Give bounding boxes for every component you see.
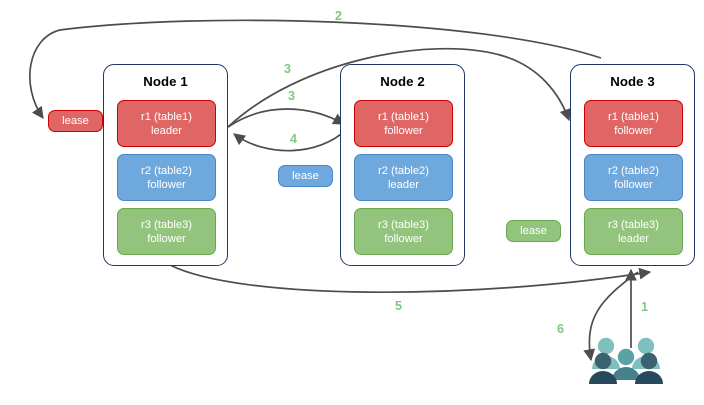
replica-name: r3 (table3) [378,218,429,231]
replica-name: r2 (table2) [378,164,429,177]
replica-name: r2 (table2) [141,164,192,177]
lease-badge-r1[interactable]: lease [48,110,103,132]
replica-role: leader [150,124,183,137]
node-title: Node 2 [380,74,425,89]
node-card-node3[interactable]: Node 3 r1 (table1) follower r2 (table2) … [570,64,695,266]
edge-label-6: 6 [557,322,565,336]
users-group-icon [589,337,663,384]
replica-name: r1 (table1) [141,110,192,123]
replica-name: r3 (table3) [608,218,659,231]
replica-node2-r1[interactable]: r1 (table1) follower [354,100,453,147]
replica-node2-r3[interactable]: r3 (table3) follower [354,208,453,255]
node-card-node1[interactable]: Node 1 r1 (table1) leader r2 (table2) fo… [103,64,228,266]
replica-node3-r1[interactable]: r1 (table1) follower [584,100,683,147]
edge-label-3b: 3 [288,89,296,103]
node-title: Node 3 [610,74,655,89]
edge-label-2: 2 [335,9,343,23]
replica-name: r1 (table1) [378,110,429,123]
replica-role: follower [384,232,423,245]
replica-node1-r1[interactable]: r1 (table1) leader [117,100,216,147]
lease-badge-r2[interactable]: lease [278,165,333,187]
replica-role: follower [614,124,653,137]
replica-name: r1 (table1) [608,110,659,123]
replica-role: leader [617,232,650,245]
edge-3-node1-to-node2 [227,108,346,128]
replica-name: r2 (table2) [608,164,659,177]
edge-label-5: 5 [395,299,403,313]
replica-node3-r3[interactable]: r3 (table3) leader [584,208,683,255]
edge-label-1: 1 [641,300,649,314]
edge-5-node1-to-node3 [169,264,652,294]
lease-badge-r3[interactable]: lease [506,220,561,242]
node-title: Node 1 [143,74,188,89]
edge-label-3a: 3 [284,62,292,76]
replica-role: follower [384,124,423,137]
replica-node1-r3[interactable]: r3 (table3) follower [117,208,216,255]
node-card-node2[interactable]: Node 2 r1 (table1) follower r2 (table2) … [340,64,465,266]
replica-node3-r2[interactable]: r2 (table2) follower [584,154,683,201]
replica-role: follower [147,178,186,191]
replica-role: leader [387,178,420,191]
replica-role: follower [147,232,186,245]
replica-role: follower [614,178,653,191]
edge-label-4: 4 [290,132,298,146]
replica-node2-r2[interactable]: r2 (table2) leader [354,154,453,201]
replica-node1-r2[interactable]: r2 (table2) follower [117,154,216,201]
replica-name: r3 (table3) [141,218,192,231]
